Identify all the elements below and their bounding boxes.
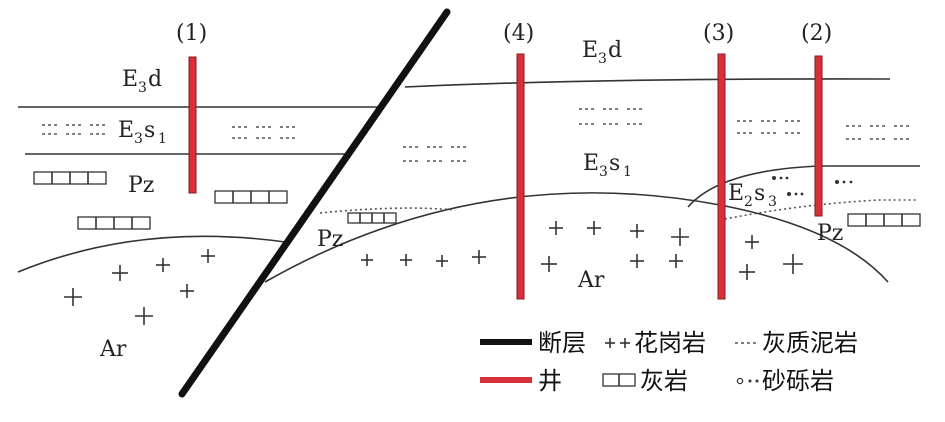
granite-swatch-icon	[605, 338, 630, 348]
svg-text:3: 3	[138, 80, 147, 96]
boundary-pz-ar-left	[17, 235, 286, 273]
svg-text:s: s	[609, 151, 620, 176]
svg-text:d: d	[608, 38, 622, 63]
label-e3s1-left: E 3 s 1	[118, 118, 167, 147]
label-pz-mid: Pz	[317, 227, 343, 252]
wells: (1) (4) (3) (2)	[176, 21, 832, 300]
svg-text:2: 2	[744, 194, 753, 210]
fault-line	[178, 8, 451, 398]
svg-text:s: s	[144, 118, 155, 143]
well-1	[188, 56, 197, 194]
legend-well: 井	[480, 367, 562, 395]
label-e3s1-right: E 3 s 1	[583, 151, 632, 180]
label-ar-left: Ar	[99, 337, 127, 362]
granite-pattern	[64, 221, 803, 325]
boundary-e3d-e3s1-right	[404, 78, 891, 88]
legend: 断层 花岗岩 灰质泥岩 井 灰岩	[480, 329, 858, 395]
svg-text:3: 3	[598, 51, 607, 67]
label-ar-right: Ar	[577, 268, 605, 293]
svg-text:1: 1	[158, 131, 167, 147]
well-label-1: (1)	[176, 21, 207, 46]
label-e3d-left: E 3 d	[122, 67, 162, 96]
legend-fault: 断层	[480, 329, 586, 357]
svg-text:灰质泥岩: 灰质泥岩	[762, 329, 858, 357]
svg-text:3: 3	[768, 194, 777, 210]
limestone-swatch-icon	[602, 373, 636, 387]
label-pz-left: Pz	[128, 173, 154, 198]
well-2	[814, 55, 823, 217]
boundary-e2s3-base	[719, 199, 918, 221]
svg-text:s: s	[754, 181, 765, 206]
legend-limestone: 灰岩	[602, 367, 688, 395]
boundary-basement-right	[264, 192, 889, 283]
limestone-pattern	[33, 171, 921, 230]
fault-swatch-icon	[480, 339, 532, 345]
well-4	[516, 53, 525, 300]
boundary-e2s3-top	[687, 165, 920, 208]
svg-text:砂砾岩: 砂砾岩	[762, 367, 834, 395]
conglomerate-pattern	[772, 176, 853, 196]
svg-text:d: d	[148, 67, 162, 92]
svg-text:E: E	[582, 38, 598, 63]
mudstone-pattern	[42, 108, 910, 162]
well-3	[717, 53, 726, 300]
label-pz-right: Pz	[817, 221, 843, 246]
legend-granite: 花岗岩	[605, 329, 706, 357]
legend-conglomerate: 砂砾岩	[736, 367, 834, 395]
svg-text:灰岩: 灰岩	[640, 367, 688, 395]
svg-text:3: 3	[599, 164, 608, 180]
svg-text:E: E	[583, 151, 599, 176]
well-label-4: (4)	[503, 21, 534, 46]
svg-text:E: E	[122, 67, 138, 92]
svg-text:花岗岩: 花岗岩	[634, 329, 706, 357]
legend-mudstone: 灰质泥岩	[735, 329, 858, 357]
label-e3d-right: E 3 d	[582, 38, 622, 67]
svg-text:井: 井	[538, 367, 562, 395]
svg-text:3: 3	[134, 131, 143, 147]
well-label-3: (3)	[703, 21, 734, 46]
well-swatch-icon	[480, 377, 532, 383]
svg-text:E: E	[728, 181, 744, 206]
svg-text:1: 1	[623, 164, 632, 180]
well-label-2: (2)	[801, 21, 832, 46]
label-e2s3: E 2 s 3	[728, 181, 777, 210]
stratum-boundaries	[17, 78, 920, 283]
svg-text:E: E	[118, 118, 134, 143]
conglomerate-swatch-icon	[736, 377, 759, 385]
stratum-labels: E 3 d E 3 s 1 Pz Ar E 3 d E 3 s 1 E 2 s …	[99, 38, 843, 362]
svg-text:断层: 断层	[538, 329, 586, 357]
